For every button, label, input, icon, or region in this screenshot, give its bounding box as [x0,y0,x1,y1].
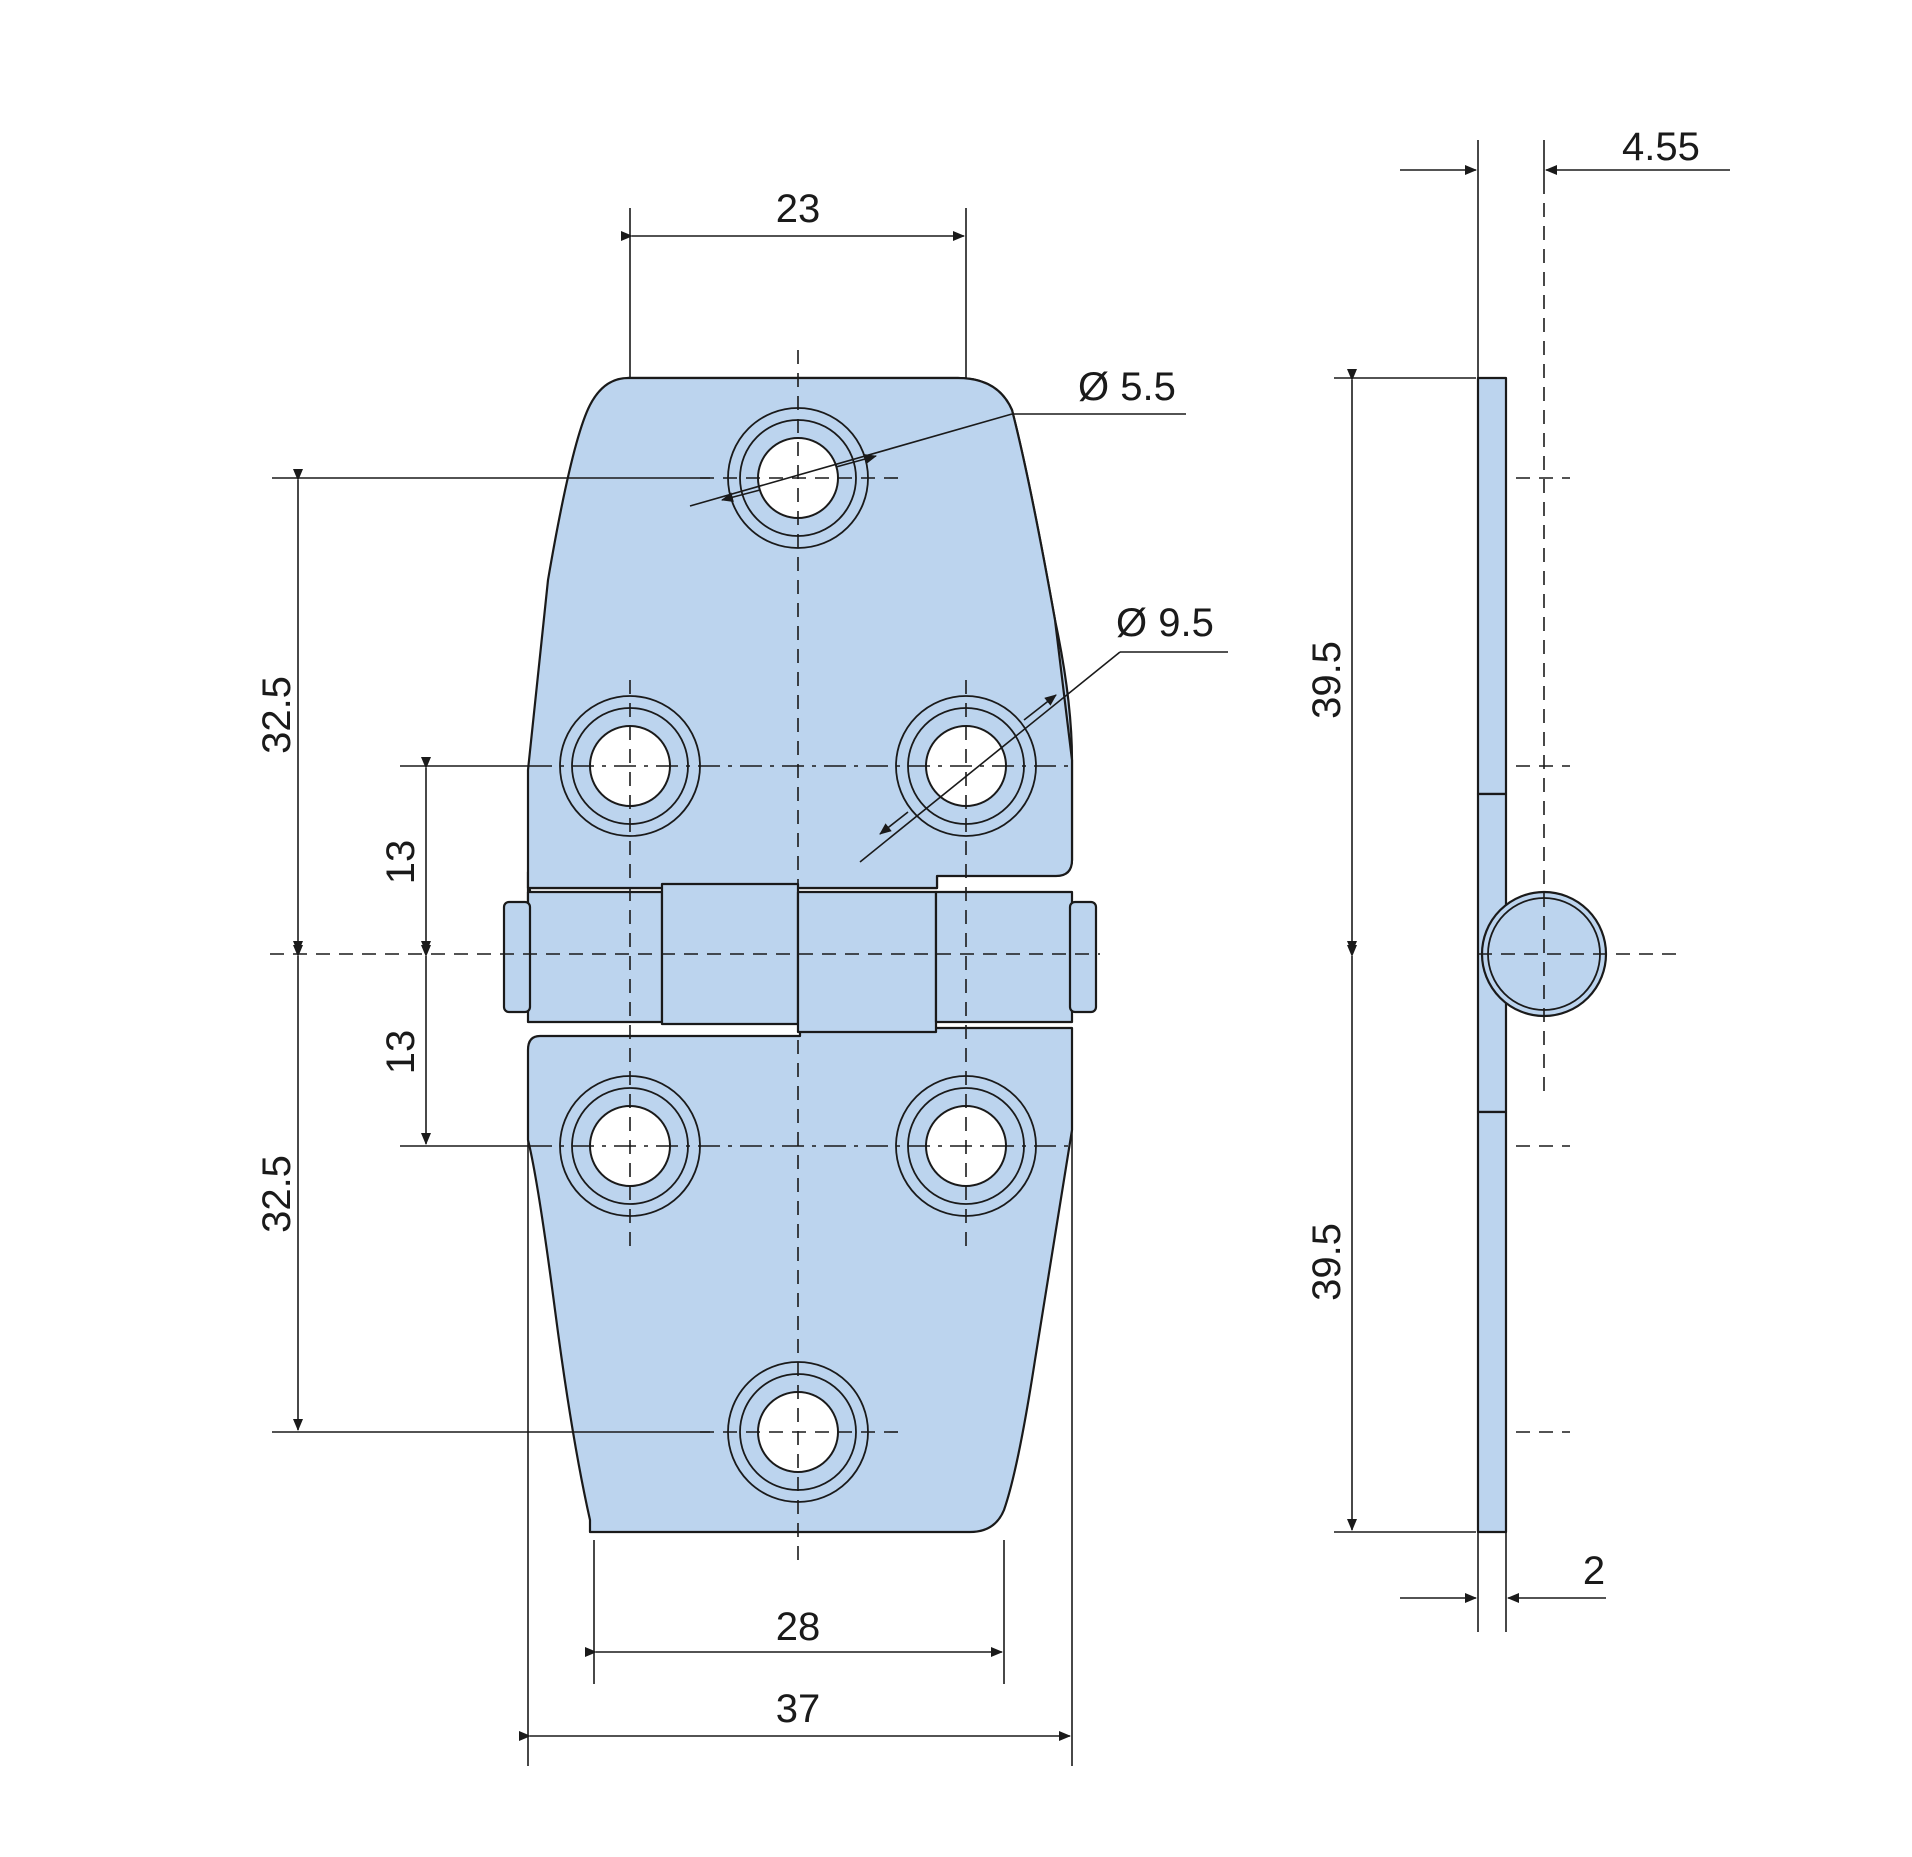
knuckle-left [526,890,664,1024]
dim-label-lower-inner: 13 [379,1030,423,1075]
knuckle-mid-right [796,890,938,1034]
front-view: 23 Ø 5.5 Ø 9.5 32.5 13 13 32.5 28 [255,187,1228,1766]
knuckle-right [934,890,1074,1024]
side-leaf-lower [1476,1110,1508,1534]
dim-label-upper-inner: 13 [379,840,423,885]
dim-label-large-hole-dia: Ø 9.5 [1116,601,1214,645]
dim-label-side-upper: 39.5 [1305,641,1349,719]
side-leaf-upper [1476,376,1508,796]
dim-label-overall-width: 37 [776,1687,821,1731]
dim-label-small-hole-dia: Ø 5.5 [1078,365,1176,409]
dim-label-top-hole-spacing: 23 [776,187,821,231]
pin-end-right [1068,900,1098,1014]
dim-label-side-lower: 39.5 [1305,1223,1349,1301]
dim-label-knuckle-offset: 4.55 [1622,125,1700,169]
side-view: 4.55 39.5 39.5 2 [1305,125,1730,1632]
dim-label-upper-outer: 32.5 [255,676,299,754]
dim-label-bottom-width: 28 [776,1605,821,1649]
dim-label-thickness: 2 [1583,1549,1605,1593]
pin-end-left [502,900,532,1014]
dim-label-lower-outer: 32.5 [255,1155,299,1233]
